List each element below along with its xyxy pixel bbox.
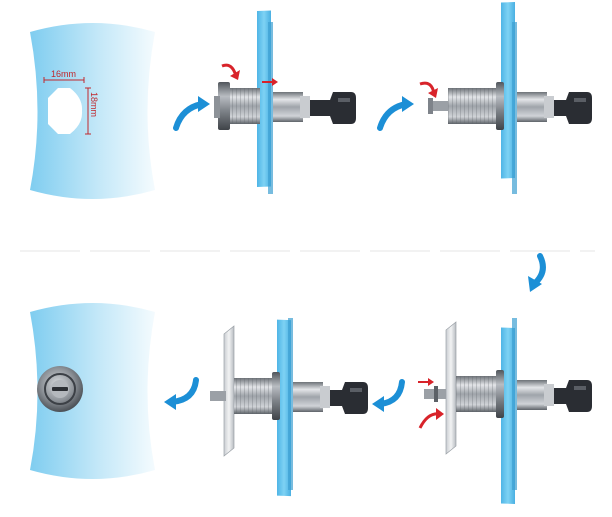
lock-head <box>273 92 303 122</box>
keyhole-icon <box>52 387 68 391</box>
step-5-assembled <box>210 318 368 497</box>
lock-nut <box>218 82 230 130</box>
lock-nut <box>272 372 280 420</box>
key-icon <box>330 382 368 414</box>
door-panel <box>30 303 155 479</box>
step-6-installed-front <box>30 303 155 479</box>
step-4-add-cam <box>418 318 592 504</box>
lock-spindle <box>210 391 226 401</box>
cabinet-panel <box>257 10 271 188</box>
lock-nut <box>496 82 504 130</box>
lock-nut <box>496 370 504 418</box>
lock-spindle <box>432 101 448 111</box>
lock-cam <box>445 321 457 455</box>
step-1-panel-hole: 16mm 18mm <box>30 23 155 199</box>
lock-cam <box>223 325 235 457</box>
lock-head <box>517 380 547 410</box>
lock-head <box>293 382 323 412</box>
key-icon <box>554 92 592 124</box>
lock-screw <box>434 386 438 402</box>
d-shaped-hole <box>48 88 83 134</box>
lock-head <box>517 92 547 122</box>
cabinet-panel <box>501 327 515 504</box>
key-icon <box>554 380 592 412</box>
cabinet-panel <box>501 2 515 179</box>
door-panel <box>30 23 155 199</box>
step-3-add-nut <box>419 2 592 194</box>
row-divider <box>20 250 595 252</box>
next-row-arrow-icon <box>531 253 546 287</box>
cabinet-panel <box>277 319 291 497</box>
key-icon <box>310 92 356 124</box>
height-dimension-label: 18mm <box>89 92 99 117</box>
step-2-insert-lock <box>214 10 356 194</box>
width-dimension-label: 16mm <box>51 69 76 79</box>
